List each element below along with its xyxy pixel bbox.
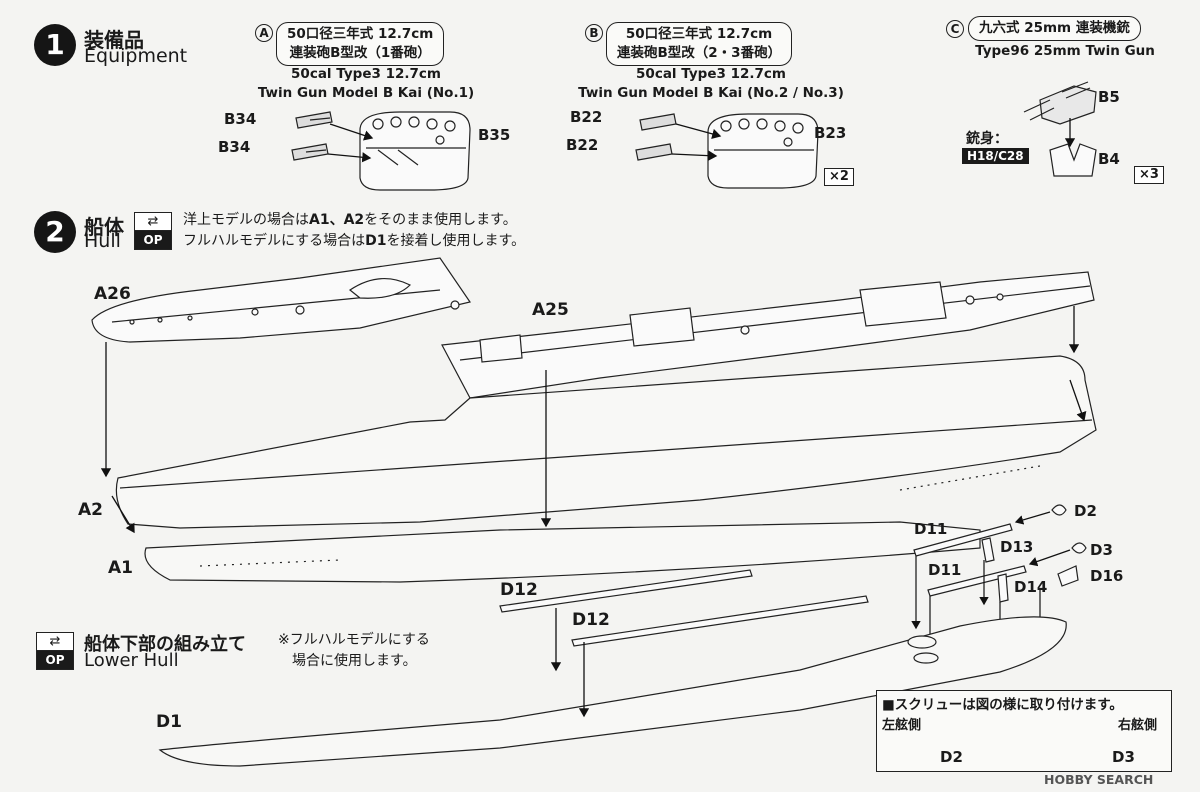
twin-gun-c-drawing bbox=[1023, 81, 1097, 177]
part-label-d11-bottom: D11 bbox=[928, 561, 962, 579]
step-2-title-en: Hull bbox=[84, 230, 121, 252]
part-label-d11-top: D11 bbox=[914, 520, 948, 538]
part-label-d1: D1 bbox=[156, 712, 182, 732]
part-label-b34-top: B34 bbox=[224, 110, 257, 128]
lower-hull-title-jp: 船体下部の組み立て bbox=[84, 634, 246, 655]
lower-hull-title-en: Lower Hull bbox=[84, 650, 179, 671]
lower-hull-optional-badge: ⇄ OP bbox=[36, 632, 74, 670]
part-label-d12-top: D12 bbox=[500, 580, 538, 600]
step-1-title-en: Equipment bbox=[84, 45, 188, 67]
barrel-label: 銃身： bbox=[966, 131, 1008, 147]
main-deck-a25-drawing bbox=[441, 271, 1095, 399]
note2-bold: D1 bbox=[365, 233, 387, 249]
barrel-parts-tag: H18/C28 bbox=[962, 148, 1029, 164]
watermark: HOBBY SEARCH bbox=[1044, 772, 1154, 787]
arrow-stern-down-2 bbox=[1069, 379, 1087, 422]
shaft-parts-drawing bbox=[913, 504, 1087, 603]
part-label-a1: A1 bbox=[108, 558, 133, 578]
step-2-number: 2 bbox=[34, 211, 76, 253]
lower-hull-op-label: OP bbox=[37, 651, 73, 669]
bow-deck-a26-drawing bbox=[91, 257, 471, 343]
note2-pre: フルハルモデルにする場合は bbox=[183, 233, 366, 249]
group-a-name-en-line1: 50cal Type3 12.7cm bbox=[291, 66, 441, 82]
screw-box-starboard: 右舷側 bbox=[1118, 718, 1158, 733]
part-label-d16: D16 bbox=[1090, 567, 1124, 585]
step-2-note: 洋上モデルの場合はA1、A2をそのまま使用します。 フルハルモデルにする場合はD… bbox=[183, 210, 525, 252]
group-c-quantity: ×3 bbox=[1134, 166, 1164, 184]
note1-pre: 洋上モデルの場合は bbox=[183, 212, 309, 228]
group-b-name-en-line2: Twin Gun Model B Kai (No.2 / No.3) bbox=[578, 85, 844, 101]
hull-a1-drawing bbox=[144, 521, 981, 583]
group-b-name-jp: 50口径三年式 12.7cm 連装砲B型改（2・3番砲） bbox=[606, 22, 793, 66]
screw-box-title: ■スクリューは図の様に取り付けます。 bbox=[882, 697, 1123, 713]
part-label-b5: B5 bbox=[1098, 88, 1120, 106]
optional-part-badge: ⇄ OP bbox=[134, 212, 172, 250]
arrow-d2 bbox=[1014, 511, 1051, 525]
group-b-name-jp-line1: 50口径三年式 12.7cm bbox=[625, 26, 773, 42]
swap-arrows-icon: ⇄ bbox=[135, 213, 171, 231]
arrow-a2-to-a1 bbox=[111, 495, 135, 534]
screw-box-left-part: D2 bbox=[940, 748, 963, 766]
part-label-b22-top: B22 bbox=[570, 108, 603, 126]
part-label-b34-bottom: B34 bbox=[218, 138, 251, 156]
turret-b-drawing bbox=[635, 113, 819, 189]
group-c-name-en: Type96 25mm Twin Gun bbox=[975, 43, 1155, 59]
part-label-b23: B23 bbox=[814, 124, 847, 142]
part-label-b4: B4 bbox=[1098, 150, 1120, 168]
part-label-a26: A26 bbox=[94, 284, 131, 304]
group-a-name-en-line2: Twin Gun Model B Kai (No.1) bbox=[257, 85, 475, 101]
screw-box-port: 左舷側 bbox=[882, 718, 922, 733]
group-b-marker: B bbox=[585, 24, 603, 42]
group-c-name-jp: 九六式 25mm 連装機銃 bbox=[968, 16, 1141, 41]
step-1-number: 1 bbox=[34, 24, 76, 66]
screw-box-right-part: D3 bbox=[1112, 748, 1135, 766]
group-a-marker: A bbox=[255, 24, 273, 42]
step-2-note-line1: 洋上モデルの場合はA1、A2をそのまま使用します。 bbox=[183, 210, 525, 231]
arrow-d3 bbox=[1028, 549, 1071, 567]
group-a-name-jp-line2: 連装砲B型改（1番砲） bbox=[289, 45, 431, 61]
part-label-b35: B35 bbox=[478, 126, 511, 144]
step-1-title-jp: 装備品 bbox=[84, 28, 144, 52]
part-label-d13: D13 bbox=[1000, 538, 1034, 556]
group-a-name-en: 50cal Type3 12.7cm Twin Gun Model B Kai … bbox=[236, 65, 496, 103]
part-label-d12-bottom: D12 bbox=[572, 610, 610, 630]
part-label-d14: D14 bbox=[1014, 578, 1048, 596]
group-b-quantity: ×2 bbox=[824, 168, 854, 186]
step-2-note-line2: フルハルモデルにする場合はD1を接着し使用します。 bbox=[183, 231, 525, 252]
lower-hull-note-line1: ※フルハルモデルにする bbox=[278, 632, 430, 648]
screw-instruction-box bbox=[876, 690, 1172, 772]
part-label-d2: D2 bbox=[1074, 502, 1097, 520]
note1-post: をそのまま使用します。 bbox=[364, 212, 517, 228]
group-b-name-jp-line2: 連装砲B型改（2・3番砲） bbox=[617, 45, 782, 61]
turret-a-drawing bbox=[291, 111, 471, 191]
group-c-marker: C bbox=[946, 20, 964, 38]
lower-hull-note-line2: 場合に使用します。 bbox=[292, 653, 417, 669]
note2-post: を接着し使用します。 bbox=[386, 233, 526, 249]
op-label: OP bbox=[135, 231, 171, 249]
arrow-b34-top bbox=[329, 123, 374, 141]
lower-hull-swap-arrows-icon: ⇄ bbox=[37, 633, 73, 651]
arrow-b22-top bbox=[675, 123, 722, 139]
part-label-d3: D3 bbox=[1090, 541, 1113, 559]
step-2-title-jp: 船体 bbox=[84, 215, 124, 239]
upper-hull-a2-drawing bbox=[115, 355, 1097, 529]
group-a-name-jp-line1: 50口径三年式 12.7cm bbox=[287, 26, 434, 42]
group-a-name-jp: 50口径三年式 12.7cm 連装砲B型改（1番砲） bbox=[276, 22, 445, 66]
group-b-name-en-line1: 50cal Type3 12.7cm bbox=[636, 66, 786, 82]
note1-bold: A1、A2 bbox=[309, 212, 365, 228]
group-b-name-en: 50cal Type3 12.7cm Twin Gun Model B Kai … bbox=[566, 65, 856, 103]
arrow-b22-bottom bbox=[671, 150, 718, 161]
lower-hull-note: ※フルハルモデルにする 場合に使用します。 bbox=[278, 630, 430, 672]
part-label-a25: A25 bbox=[532, 300, 569, 320]
part-label-b22-bottom: B22 bbox=[566, 136, 599, 154]
part-label-a2: A2 bbox=[78, 500, 103, 520]
arrow-b34-bottom bbox=[327, 152, 372, 163]
